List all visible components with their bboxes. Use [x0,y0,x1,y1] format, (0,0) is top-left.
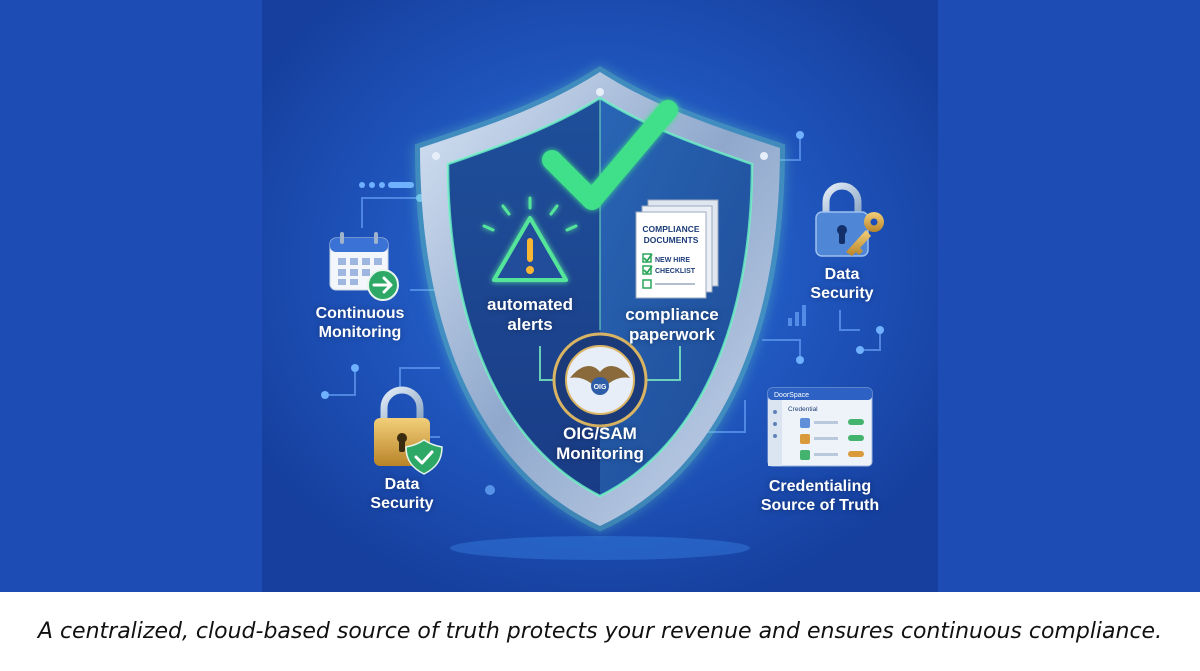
app-row [800,434,864,444]
floor-glow [450,536,750,560]
label-data-security-right: Data Security [810,266,874,302]
doc-title-line1: COMPLIANCE [642,224,699,234]
label-credentialing: Credentialing Source of Truth [760,478,880,514]
app-row [800,418,864,428]
doc-checklist-line2: CHECKLIST [655,268,696,275]
label-continuous-monitoring: Continuous Monitoring [315,305,405,341]
doc-checklist-line1: NEW HIRE [655,257,690,264]
diagram-svg: COMPLIANCE DOCUMENTS NEW HIRE CHECKLIST … [262,0,938,592]
arrow-right-icon [367,269,399,301]
warning-icon [482,196,578,282]
seal-icon: OIG [552,332,648,428]
key-icon [846,212,884,256]
document-icon: COMPLIANCE DOCUMENTS NEW HIRE CHECKLIST [635,199,719,299]
shield-icon [414,66,786,532]
label-compliance-paperwork: compliance paperwork [625,305,719,345]
caption-bar: A centralized, cloud-based source of tru… [0,592,1200,671]
label-automated-alerts: automated alerts [487,295,573,335]
app-window-icon: DoorSpace Credential [767,387,873,467]
label-data-security-left: Data Security [370,476,434,512]
doc-title-line2: DOCUMENTS [644,235,699,245]
label-oig-sam-monitoring: OIG/SAM Monitoring [556,424,644,464]
seal-text: OIG [594,384,607,391]
app-header: Credential [788,406,818,413]
illustration: COMPLIANCE DOCUMENTS NEW HIRE CHECKLIST … [0,0,1200,592]
app-title: DoorSpace [774,392,809,399]
shield-check-icon [405,439,443,475]
caption: A centralized, cloud-based source of tru… [37,619,1163,644]
app-row [800,450,864,460]
checkmark-icon [542,100,678,210]
bars-decoration [788,305,806,326]
